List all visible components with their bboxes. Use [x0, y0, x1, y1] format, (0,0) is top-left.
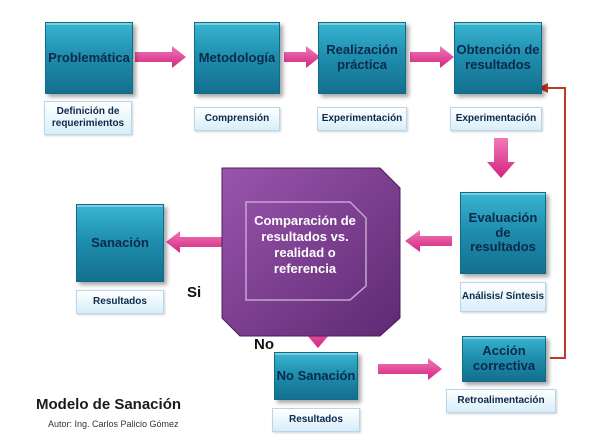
arrow-comparacion-sanacion [166, 231, 224, 253]
label-experimentacion-2: Experimentación [450, 107, 542, 131]
label-resultados-no-sanacion: Resultados [272, 408, 360, 432]
feedback-arrowhead [538, 83, 548, 93]
decision-no: No [254, 336, 274, 353]
diagram-title: Modelo de Sanación [36, 396, 182, 413]
diagram-author: Autor: Ing. Carlos Palicio Gómez [48, 419, 179, 429]
label-definicion: Definición de requerimientos [44, 101, 132, 135]
arrow-obtencion-evaluacion [487, 138, 515, 178]
comparacion-inner-shape [245, 201, 367, 301]
label-analisis: Análisis/ Síntesis [460, 282, 546, 312]
box-obtencion: Obtención de resultados [454, 22, 542, 94]
label-resultados-sanacion: Resultados [76, 290, 164, 314]
label-retroalimentacion: Retroalimentación [446, 389, 556, 413]
comparacion-shape [221, 167, 401, 337]
arrow-nosanacion-accion [378, 358, 442, 380]
box-accion-correctiva: Acción correctiva [462, 336, 546, 382]
box-sanacion: Sanación [76, 204, 164, 282]
box-metodologia: Metodología [194, 22, 280, 94]
arrow-evaluacion-comparacion [405, 230, 452, 252]
feedback-line [546, 87, 566, 359]
box-realizacion: Realización práctica [318, 22, 406, 94]
box-evaluacion: Evaluación de resultados [460, 192, 546, 274]
label-experimentacion-1: Experimentación [317, 107, 407, 131]
box-no-sanacion: No Sanación [274, 352, 358, 400]
arrow-metodologia-realizacion [284, 46, 320, 68]
arrow-problematica-metodologia [135, 46, 186, 68]
comparacion-text: Comparación de resultados vs. realidad o… [254, 212, 356, 277]
box-problematica: Problemática [45, 22, 133, 94]
arrow-realizacion-obtencion [410, 46, 454, 68]
decision-si: Si [187, 284, 202, 301]
label-comprension: Comprensión [194, 107, 280, 131]
